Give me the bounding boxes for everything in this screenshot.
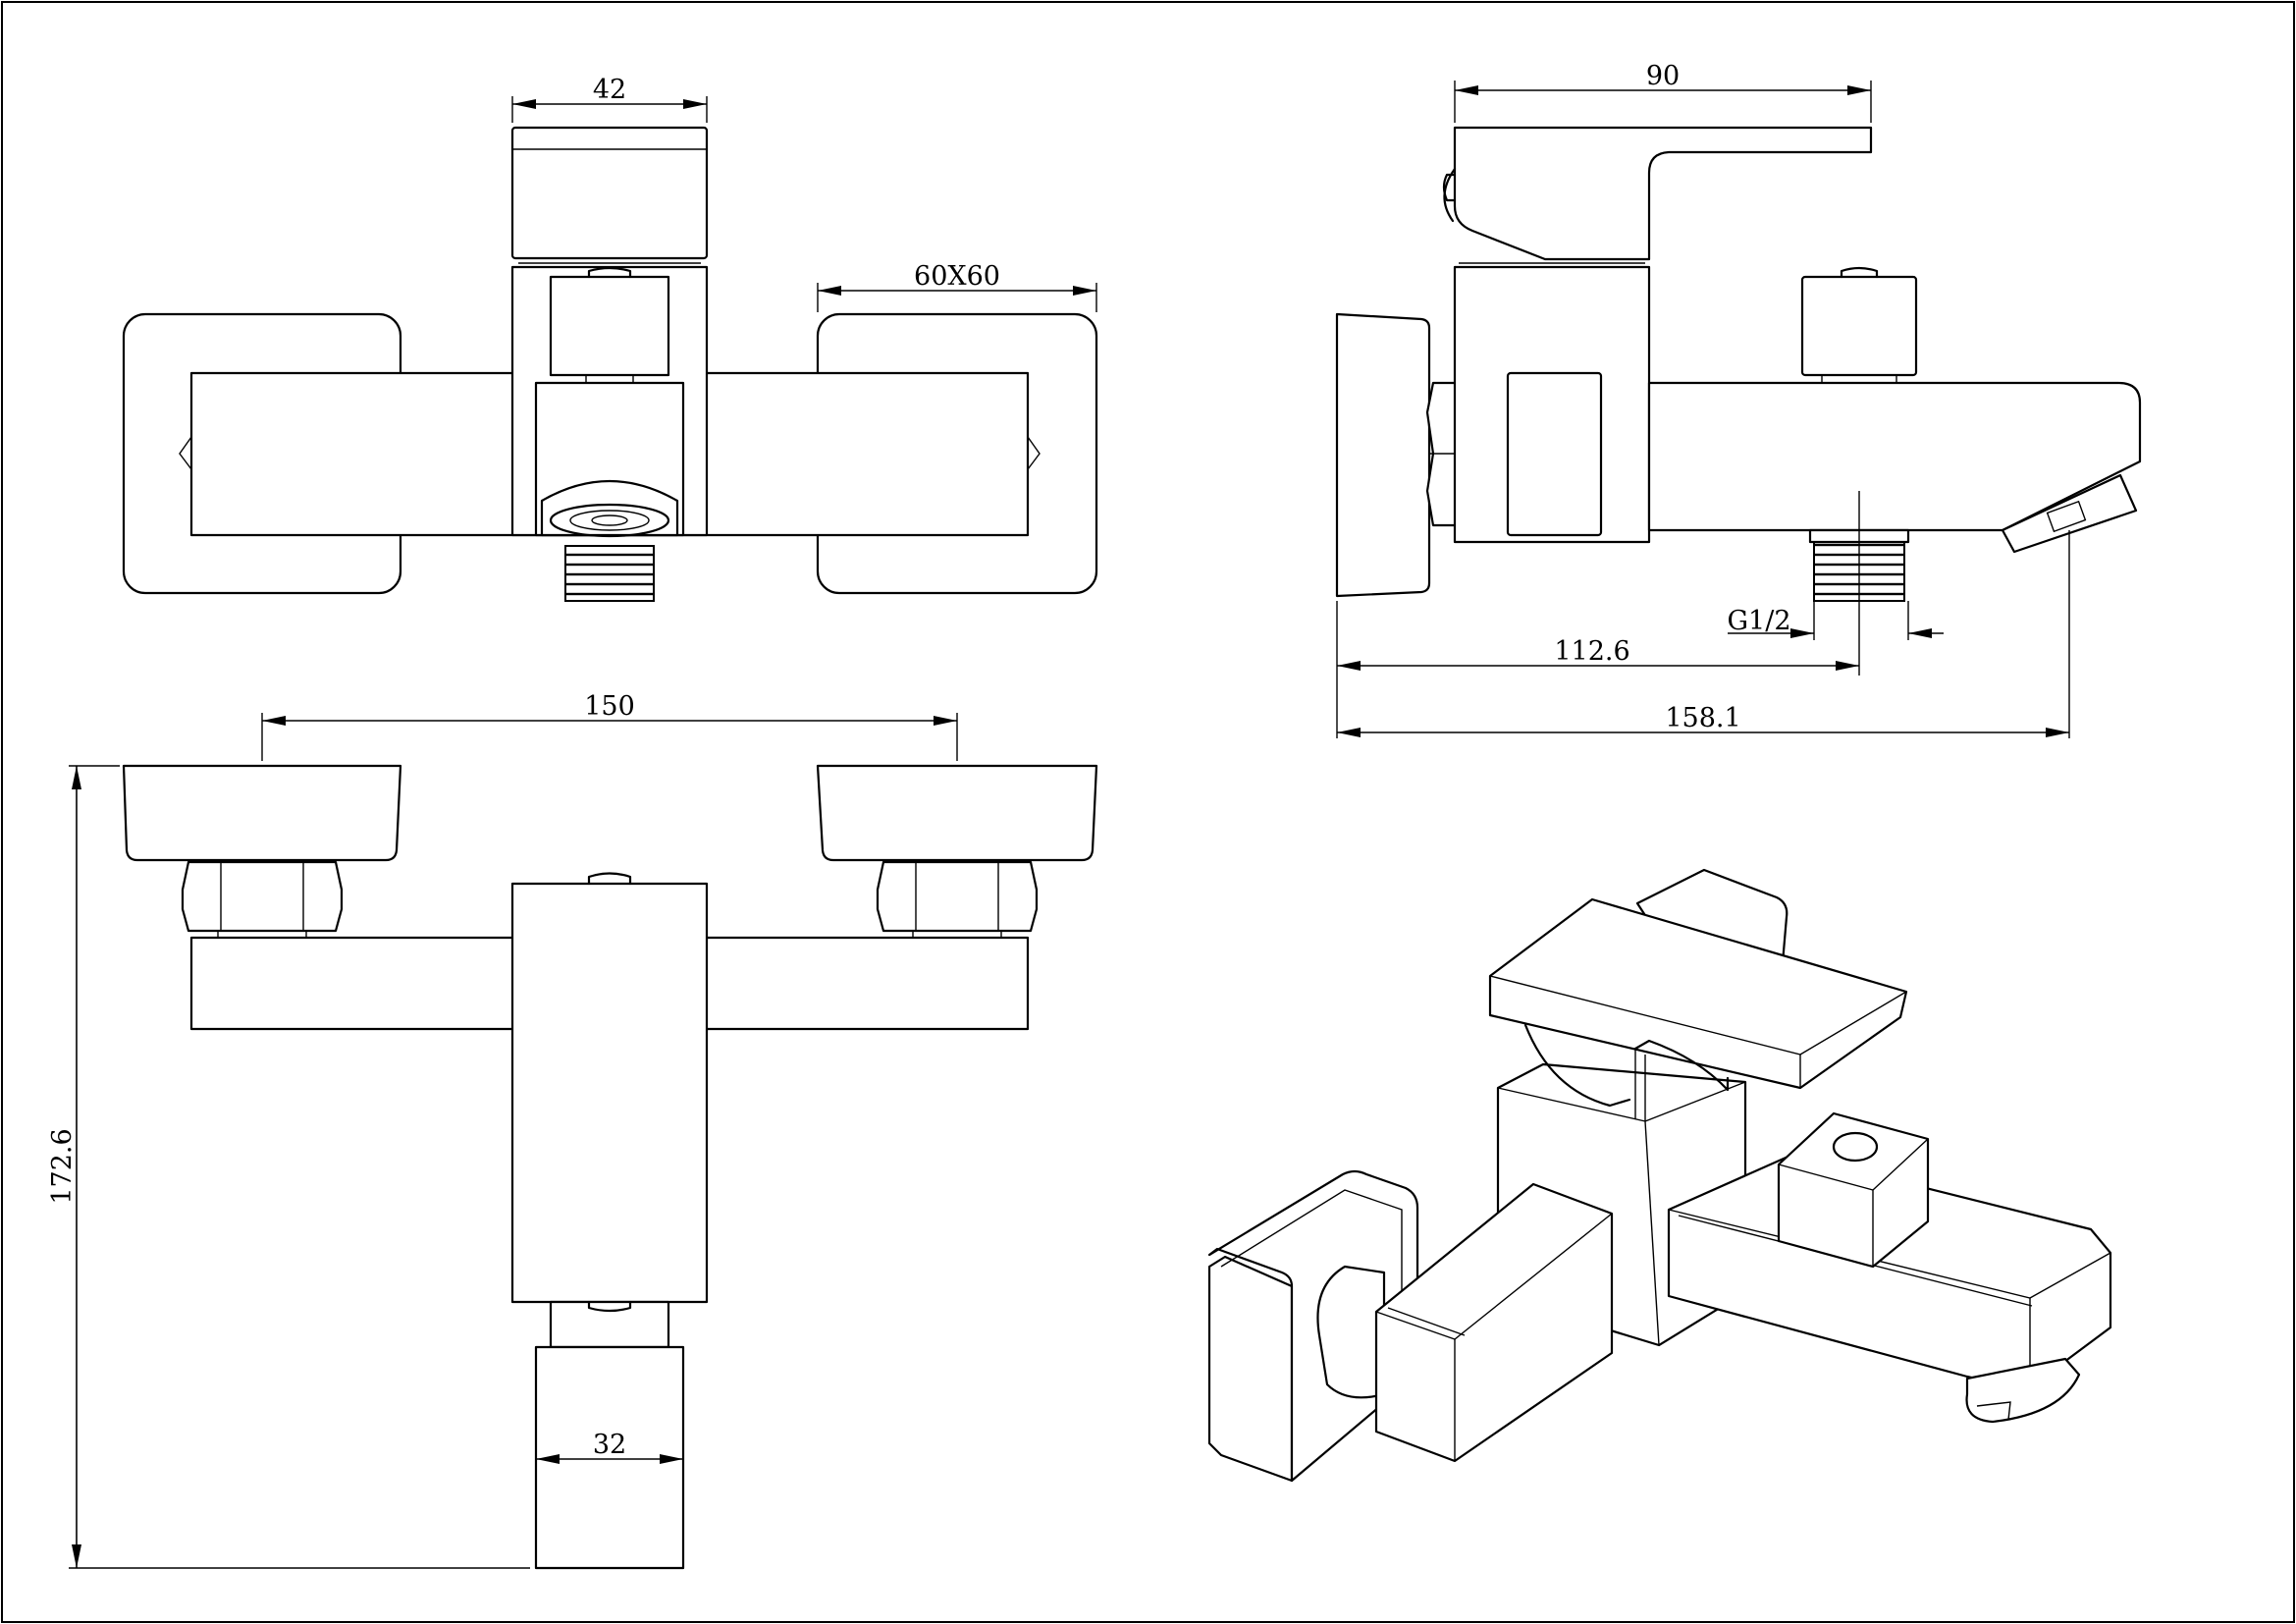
- side-aerator-tab: [2046, 500, 2087, 533]
- front-aerator-ring: [540, 480, 679, 537]
- side-eccentric-block: [1506, 371, 1603, 537]
- iso-diverter-cap: [1832, 1131, 1879, 1163]
- top-right-flange: [816, 764, 1098, 862]
- dim-32-label: 32: [593, 1430, 626, 1460]
- side-spout: [1647, 381, 2142, 532]
- iso-lever-neck: [1523, 1023, 1631, 1108]
- side-view: 90 G1/2 112.6 158.1: [1335, 61, 2142, 738]
- front-left-notch: [179, 436, 192, 470]
- dim-172-label: 172.6: [47, 1128, 78, 1204]
- side-aerator: [2001, 473, 2138, 554]
- top-spout: [534, 1345, 685, 1570]
- dim-150-label: 150: [584, 691, 635, 722]
- iso-left-flange-face: [1207, 1169, 1419, 1483]
- dim-158-label: 158.1: [1665, 703, 1740, 733]
- front-right-notch: [1027, 436, 1041, 470]
- side-wall-flange: [1335, 312, 1431, 598]
- top-right-hex: [876, 860, 1039, 933]
- front-aerator-mesh-core: [591, 514, 628, 526]
- dim-60x60-label: 60X60: [914, 261, 1000, 292]
- iso-aerator: [1965, 1357, 2081, 1424]
- dim-g12-label: G1/2: [1727, 606, 1790, 636]
- top-view: 150 32 172.6: [47, 691, 1098, 1570]
- dim-90-label: 90: [1646, 61, 1680, 91]
- iso-lever: [1488, 897, 1908, 1090]
- top-bottom-block: [549, 1300, 670, 1349]
- top-left-flange: [122, 764, 402, 862]
- iso-eccentric-box: [1374, 1182, 1614, 1463]
- front-diverter-knob: [549, 275, 670, 377]
- front-lever-head: [510, 126, 709, 260]
- front-aerator-mesh: [549, 503, 670, 538]
- dim-42-label: 42: [593, 75, 626, 105]
- isometric-view: [1207, 868, 2112, 1483]
- iso-diverter: [1777, 1111, 1930, 1269]
- iso-left-flange: [1207, 1255, 1294, 1483]
- front-view: 42 60X60: [122, 75, 1098, 602]
- top-left-hex: [181, 860, 344, 933]
- dim-112-label: 112.6: [1554, 636, 1629, 667]
- front-diverter-cap: [587, 266, 632, 279]
- side-diverter-knob: [1800, 275, 1918, 377]
- iso-hex: [1316, 1265, 1386, 1399]
- front-aerator-mesh-inner: [569, 510, 650, 531]
- top-central-body: [510, 882, 709, 1304]
- side-lever: [1453, 126, 1873, 261]
- front-thread: [564, 545, 655, 602]
